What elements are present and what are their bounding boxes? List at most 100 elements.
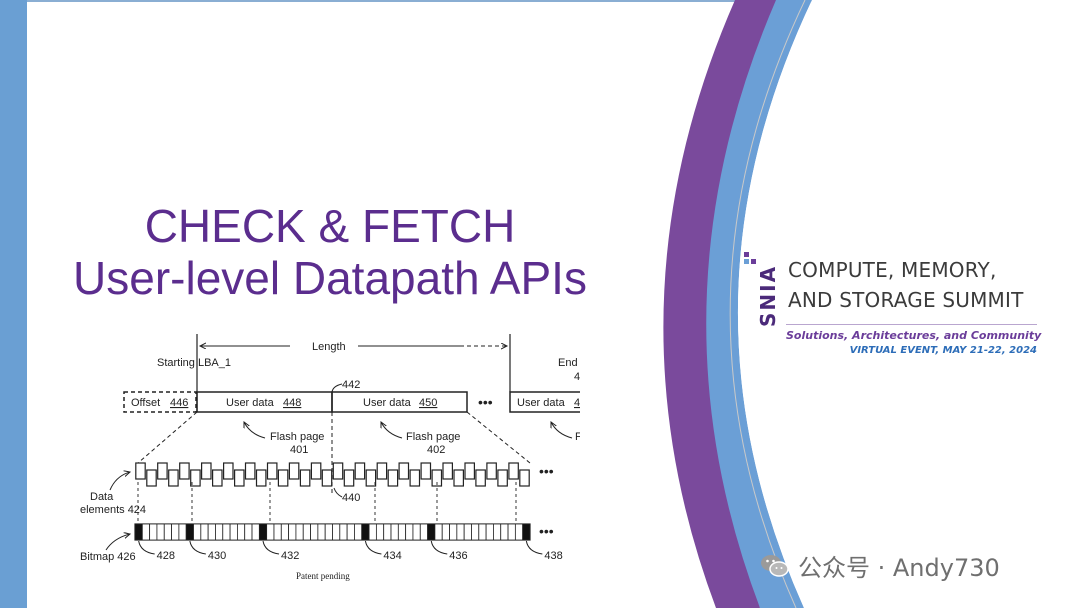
bitmap-bit bbox=[397, 523, 407, 541]
bitmap-bit bbox=[419, 523, 428, 541]
data-element-cell bbox=[266, 462, 278, 480]
bitmap-bit-set bbox=[522, 523, 531, 541]
bitmap-bit bbox=[171, 523, 180, 541]
data-element-cell bbox=[332, 462, 344, 480]
data-element-cell bbox=[146, 469, 157, 487]
bitmap-bit bbox=[346, 523, 355, 541]
bitmap-bit bbox=[244, 523, 253, 541]
bitmap-bit bbox=[273, 523, 282, 541]
bitmap-bit bbox=[485, 523, 494, 541]
data-element-cell bbox=[135, 462, 146, 480]
summit-divider bbox=[786, 324, 1037, 325]
bit-ref-label: 438 bbox=[544, 550, 562, 562]
data-element-cell bbox=[420, 462, 432, 480]
data-element-cell bbox=[376, 462, 388, 480]
patent-diagram: Length Starting LBA_1 End point 444 442 … bbox=[80, 334, 580, 581]
data-element-cell bbox=[168, 469, 179, 487]
bitmap-row bbox=[134, 523, 531, 541]
data-element-cell bbox=[179, 462, 190, 480]
user-data-ref-448: 448 bbox=[283, 397, 301, 409]
data-element-cell bbox=[310, 462, 322, 480]
bitmap-bit-set bbox=[427, 523, 436, 541]
data-element-cell bbox=[486, 462, 497, 480]
bitmap-bit bbox=[200, 523, 209, 541]
bitmap-bit bbox=[215, 523, 224, 541]
ellipsis-data: ••• bbox=[539, 463, 554, 479]
grey-edge bbox=[729, 0, 806, 608]
bitmap-bit bbox=[354, 523, 363, 541]
bit-ref-label: 432 bbox=[281, 550, 299, 562]
data-elements-label-1: Data bbox=[90, 491, 114, 503]
ref-440-label: 440 bbox=[342, 492, 360, 504]
data-element-cell bbox=[497, 469, 508, 487]
end-point-ref: 444 bbox=[574, 371, 580, 383]
data-element-cell bbox=[190, 469, 201, 487]
user-data-ref-452: 452 bbox=[574, 397, 580, 409]
data-element-cell bbox=[244, 462, 256, 480]
data-element-cell bbox=[354, 462, 366, 480]
user-data-ref-450: 450 bbox=[419, 397, 437, 409]
purple-arc bbox=[663, 0, 776, 608]
data-element-cell bbox=[277, 469, 289, 487]
data-element-cell bbox=[255, 469, 267, 487]
flash-page-401-label: Flash page bbox=[270, 431, 324, 443]
bitmap-bit bbox=[375, 523, 385, 541]
data-elements-arrow bbox=[109, 472, 130, 491]
top-border-line bbox=[27, 0, 1080, 2]
bitmap-bit bbox=[295, 523, 304, 541]
bitmap-bit bbox=[514, 523, 524, 541]
data-element-cell bbox=[398, 462, 410, 480]
bitmap-bit-set bbox=[361, 523, 370, 541]
flash-page-401-arrow bbox=[244, 422, 266, 439]
data-element-cell bbox=[442, 462, 453, 480]
bitmap-bit bbox=[237, 523, 246, 541]
bitmap-bit bbox=[471, 523, 480, 541]
bitmap-bit bbox=[332, 523, 341, 541]
starting-lba-label: Starting LBA_1 bbox=[157, 357, 231, 369]
bit-ref-label: 428 bbox=[157, 550, 175, 562]
ref-442-label: 442 bbox=[342, 379, 360, 391]
data-elements-row bbox=[135, 462, 530, 487]
bitmap-bit bbox=[207, 523, 216, 541]
ref-440-leader bbox=[333, 487, 343, 498]
data-element-cell bbox=[234, 469, 245, 487]
grey-panel bbox=[737, 0, 1080, 608]
bitmap-bit bbox=[493, 523, 502, 541]
bitmap-bit bbox=[280, 523, 290, 541]
bitmap-bit bbox=[310, 523, 319, 541]
snia-logo-text: SNIA bbox=[756, 264, 780, 327]
bitmap-bit bbox=[193, 523, 202, 541]
left-accent-bar bbox=[0, 0, 27, 608]
bitmap-bit bbox=[383, 523, 392, 541]
bitmap-bit bbox=[434, 523, 443, 541]
end-point-label: End point bbox=[558, 357, 580, 369]
flash-page-402-ref: 402 bbox=[427, 444, 445, 456]
data-element-cell bbox=[508, 462, 519, 480]
offset-ref: 446 bbox=[170, 397, 188, 409]
flash-page-410-arrow bbox=[551, 422, 573, 439]
data-element-cell bbox=[212, 469, 223, 487]
data-elements-label-2: elements 424 bbox=[80, 504, 146, 516]
offset-box bbox=[123, 391, 197, 413]
bit-ref-label: 434 bbox=[383, 550, 401, 562]
bitmap-bit bbox=[507, 523, 516, 541]
expand-line-right bbox=[466, 411, 531, 464]
ellipsis-bitmap: ••• bbox=[539, 523, 554, 539]
user-data-label-1: User data bbox=[226, 397, 275, 409]
bitmap-arrow bbox=[105, 534, 130, 551]
bitmap-bit bbox=[156, 523, 165, 541]
summit-event-date: VIRTUAL EVENT, MAY 21-22, 2024 bbox=[849, 345, 1037, 356]
bitmap-bit bbox=[390, 523, 399, 541]
summit-title-line-1: COMPUTE, MEMORY, bbox=[788, 258, 997, 282]
bitmap-bit-set bbox=[134, 523, 143, 541]
bitmap-bit bbox=[178, 523, 187, 541]
data-element-cell bbox=[431, 469, 443, 487]
data-element-cell bbox=[409, 469, 421, 487]
patent-pending-label: Patent pending bbox=[296, 571, 350, 581]
data-element-cell bbox=[200, 462, 212, 480]
bitmap-bit bbox=[163, 523, 172, 541]
bitmap-bit bbox=[449, 523, 458, 541]
bitmap-bit bbox=[317, 523, 326, 541]
